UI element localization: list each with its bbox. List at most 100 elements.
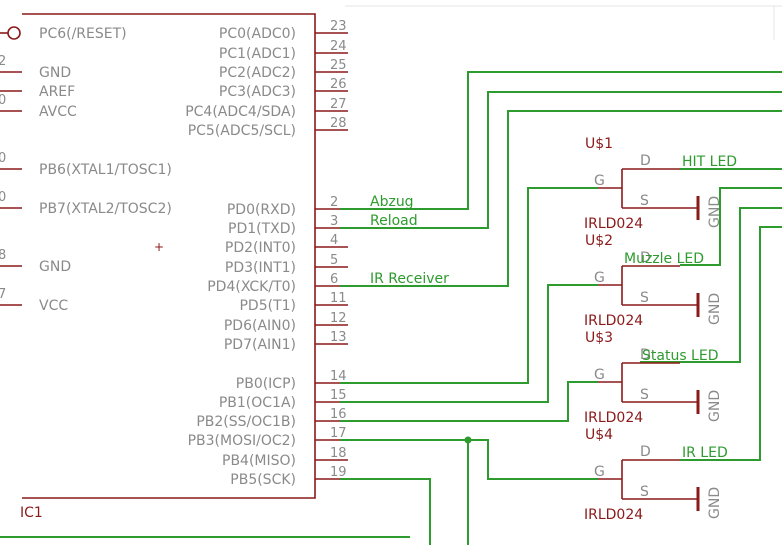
ic-left-pin-number: 8 — [0, 248, 6, 263]
wire-pb5 — [340, 478, 431, 545]
wires — [0, 71, 782, 545]
ic-right-pin-number: 14 — [330, 369, 347, 384]
ic-right-pin-label: PB5(SCK) — [230, 472, 296, 488]
drain-pin-letter: D — [640, 444, 651, 460]
ic-right-pin-number: 27 — [330, 97, 347, 112]
ic-left-pin-label: GND — [39, 259, 71, 275]
ic-right-pin-number: 12 — [330, 311, 347, 326]
part-value: IRLD024 — [584, 313, 643, 329]
wire-gate-u1 — [340, 187, 598, 384]
ic-left-pin-number: 0 — [0, 190, 6, 205]
part-id: U$1 — [585, 136, 613, 152]
ic-right-pin-number: 5 — [330, 253, 338, 268]
ic-left-pin-number: 0 — [0, 93, 6, 108]
ic-right-pin-label: PB2(SS/OC1B) — [196, 414, 296, 430]
gate-pin-letter: G — [594, 270, 605, 286]
ic-right-pin-number: 18 — [330, 446, 347, 461]
part-value: IRLD024 — [584, 410, 643, 426]
ic-right-pin-number: 13 — [330, 330, 347, 345]
ic-right-pin-label: PC4(ADC4/SDA) — [185, 104, 296, 120]
ic-left-pin-number: 7 — [0, 287, 6, 302]
net-label-led: Status LED — [642, 348, 719, 364]
part-id: U$4 — [585, 427, 613, 443]
ic-right-pin-number: 24 — [330, 39, 347, 54]
net-label-abzug: Abzug — [370, 194, 414, 210]
wire-muzzle-led — [680, 187, 782, 266]
net-label-led: IR LED — [682, 445, 728, 461]
mosfet-group: GNDDGSU$1IRLD024GNDDGSU$2IRLD024GNDDGSU$… — [584, 136, 737, 523]
part-value: IRLD024 — [584, 507, 643, 523]
ic-right-pin-label: PD7(AIN1) — [224, 337, 296, 353]
ic-right-pin-label: PD0(RXD) — [227, 202, 296, 218]
wire-reload — [340, 91, 782, 229]
part-id: U$3 — [585, 330, 613, 346]
ic-right-pin-label: PB4(MISO) — [222, 453, 296, 469]
origin-cross: + — [154, 240, 164, 254]
ic-body — [22, 13, 316, 499]
ic-right-pin-label: PB1(OC1A) — [219, 395, 296, 411]
source-pin-letter: S — [640, 387, 649, 403]
wire-ir-receiver — [340, 110, 782, 287]
ic-left-pins: PC6(/RESET)GNDAREFAVCCPB6(XTAL1/TOSC1)PB… — [0, 26, 172, 314]
ic-left-pin-label: VCC — [39, 298, 68, 314]
source-pin-letter: S — [640, 484, 649, 500]
net-label-led: HIT LED — [682, 154, 737, 170]
ic-right-pin-number: 23 — [330, 19, 347, 34]
wire-pb3-down — [340, 439, 469, 545]
ic-name: IC1 — [20, 505, 43, 521]
ic-right-pin-label: PD2(INT0) — [225, 240, 296, 256]
drain-pin-letter: D — [640, 250, 651, 266]
ic-right-pin-number: 26 — [330, 77, 347, 92]
ic-right-pin-label: PC3(ADC3) — [219, 84, 296, 100]
ic-right-pin-label: PB3(MOSI/OC2) — [188, 433, 296, 449]
wire-gate-u3 — [340, 381, 598, 422]
net-label-ir-receiver: IR Receiver — [370, 271, 449, 287]
wire-abzug — [340, 71, 782, 210]
source-pin-letter: S — [640, 193, 649, 209]
ic-left-pin-number: 0 — [0, 151, 6, 166]
ic-left-pin-label: AVCC — [39, 104, 77, 120]
drain-pin-letter: D — [640, 153, 651, 169]
gate-pin-letter: G — [594, 367, 605, 383]
ic-left-pin-label: PC6(/RESET) — [39, 26, 127, 42]
ic-right-pin-number: 4 — [330, 233, 338, 248]
reset-inversion-bubble — [7, 26, 21, 40]
gnd-label: GND — [707, 487, 723, 519]
drain-pin-letter: D — [640, 347, 651, 363]
gate-pin-letter: G — [594, 464, 605, 480]
ic-right-pin-number: 17 — [330, 426, 347, 441]
ic-right-pin-label: PC0(ADC0) — [219, 26, 296, 42]
wire-status-led — [640, 207, 782, 363]
ic-right-pin-label: PD6(AIN0) — [224, 318, 296, 334]
net-label-led: Muzzle LED — [624, 251, 704, 267]
ic-left-pin-label: AREF — [39, 84, 75, 100]
ic-right-pin-number: 6 — [330, 272, 338, 287]
gnd-label: GND — [707, 293, 723, 325]
gate-pin-letter: G — [594, 173, 605, 189]
ic-right-pin-number: 19 — [330, 465, 347, 480]
ic-right-pin-number: 2 — [330, 195, 338, 210]
ic-right-pin-number: 25 — [330, 58, 347, 73]
ic-right-pin-label: PD1(TXD) — [228, 221, 296, 237]
ic-right-pin-label: PC2(ADC2) — [219, 65, 296, 81]
ic-right-pin-number: 3 — [330, 214, 338, 229]
part-value: IRLD024 — [584, 216, 643, 232]
ic-right-pin-number: 11 — [330, 291, 347, 306]
ic-right-pin-number: 15 — [330, 388, 347, 403]
ic-left-pin-number: 2 — [0, 54, 6, 69]
net-labels: Abzug Reload IR Receiver — [370, 194, 449, 287]
junction-dot — [464, 436, 472, 444]
ic-right-pin-label: PC1(ADC1) — [219, 46, 296, 62]
ic-right-pin-label: PD4(XCK/T0) — [207, 279, 296, 295]
ic-right-pin-label: PD3(INT1) — [225, 260, 296, 276]
gnd-label: GND — [707, 390, 723, 422]
wire-ir-led — [680, 226, 782, 461]
ic-left-pin-label: PB6(XTAL1/TOSC1) — [39, 162, 172, 178]
ic-right-pin-number: 16 — [330, 407, 347, 422]
ic-right-pin-label: PB0(ICP) — [236, 376, 296, 392]
